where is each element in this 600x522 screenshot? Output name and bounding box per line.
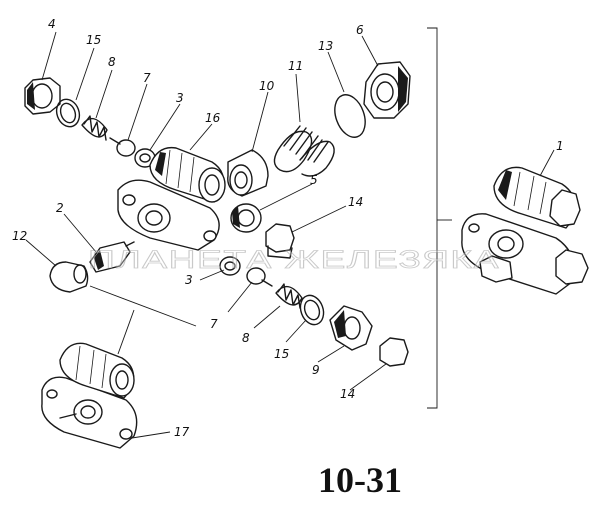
watermark-text: ПЛАНЕТА ЖЕЛЕЗЯКА — [88, 246, 500, 274]
part-16-housing-body — [117, 146, 226, 251]
label-part-17: 17 — [174, 425, 190, 439]
label-part-2: 2 — [56, 201, 64, 215]
label-part-14-lower: 14 — [340, 387, 355, 401]
part-8-spring-top — [81, 115, 108, 141]
part-11-large-spring — [273, 125, 335, 177]
part-1-assembled-unit — [461, 166, 589, 295]
label-part-5: 5 — [310, 173, 318, 187]
label-part-12: 12 — [12, 229, 27, 243]
leader-lines — [25, 31, 555, 439]
label-part-8-top: 8 — [108, 55, 116, 69]
part-12-cap — [49, 261, 89, 293]
part-15-gasket-top — [55, 98, 81, 128]
label-part-7-top: 7 — [143, 71, 151, 85]
part-4-hex-plug — [24, 77, 61, 115]
label-part-3-lower: 3 — [185, 273, 193, 287]
part-17-alt-housing — [41, 342, 138, 449]
part-15-gasket-lower — [299, 294, 325, 326]
part-9-fitting — [329, 305, 373, 351]
label-part-10: 10 — [259, 79, 275, 93]
part-7-valve-top — [109, 137, 136, 157]
label-part-15-lower: 15 — [274, 347, 289, 361]
label-part-14-upper: 14 — [348, 195, 363, 209]
label-part-6: 6 — [356, 23, 364, 37]
part-10-sleeve — [227, 149, 269, 197]
part-6-hex-nut — [363, 61, 411, 119]
label-part-3-top: 3 — [176, 91, 184, 105]
part-5-nut — [230, 203, 262, 233]
part-3-seat-lower — [219, 256, 241, 276]
part-8-spring-lower — [275, 283, 303, 309]
label-part-4: 4 — [48, 17, 56, 31]
part-13-o-ring — [334, 94, 366, 138]
label-part-16: 16 — [205, 111, 221, 125]
grouping-bracket — [427, 27, 438, 409]
label-part-7-lower: 7 — [210, 317, 218, 331]
label-part-8-lower: 8 — [242, 331, 250, 345]
label-part-13: 13 — [318, 39, 333, 53]
label-part-1: 1 — [556, 139, 564, 153]
label-part-9: 9 — [312, 363, 320, 377]
part-2-valve-stem — [89, 241, 135, 273]
label-part-15-top: 15 — [86, 33, 101, 47]
part-7-valve-lower — [246, 267, 273, 287]
figure-number: 10-31 — [318, 460, 402, 500]
label-part-11: 11 — [288, 59, 303, 73]
part-14-plug-upper — [265, 223, 295, 259]
part-14-plug-lower — [379, 337, 409, 367]
